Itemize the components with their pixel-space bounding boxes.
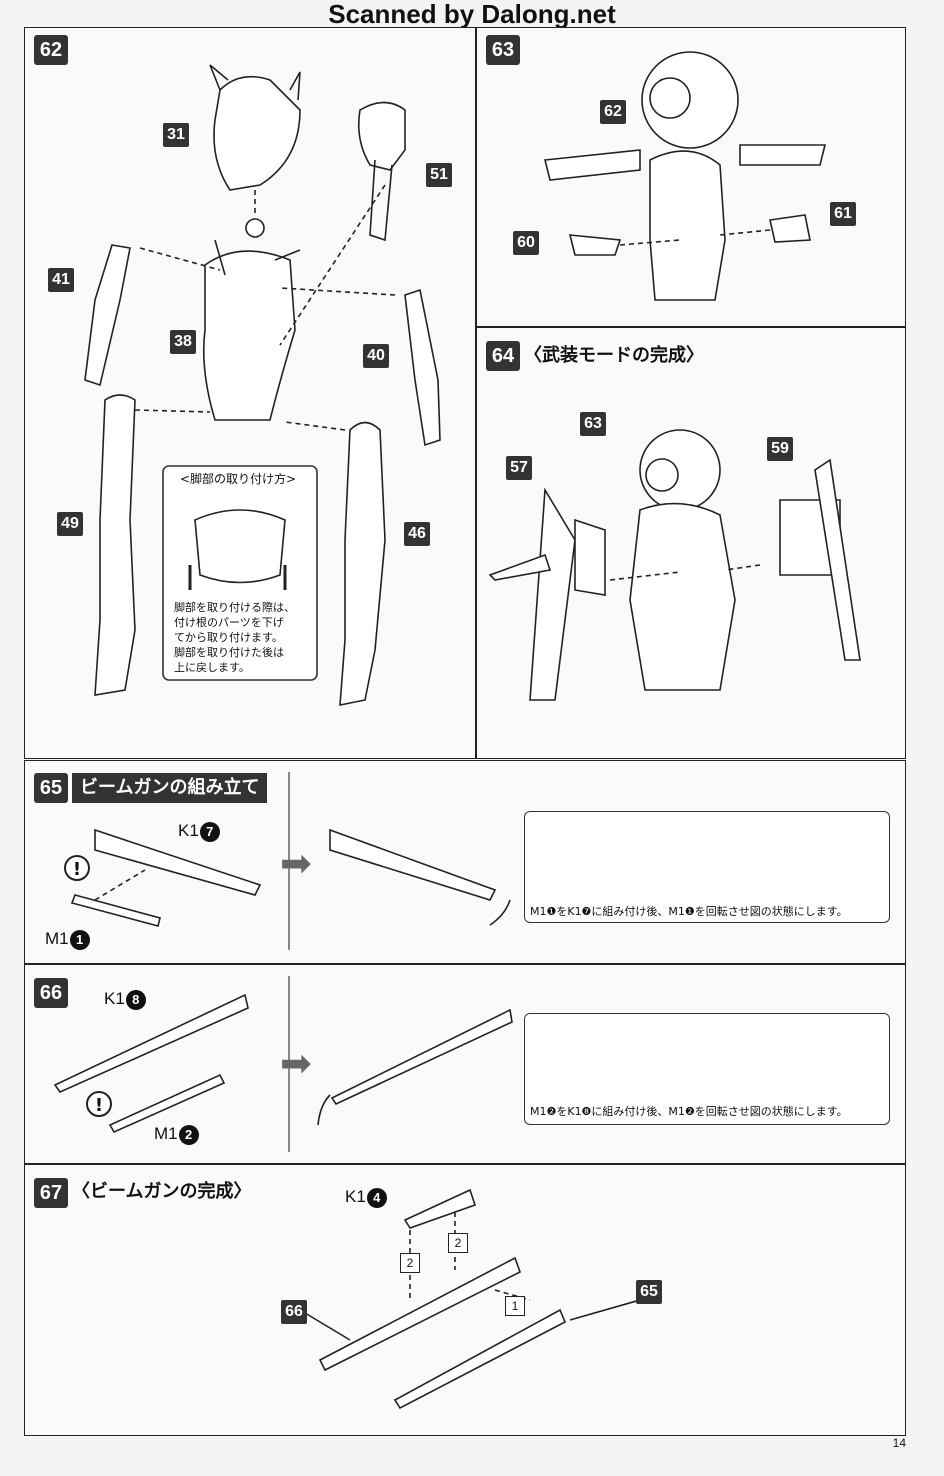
right-arrow-icon: ➡ (280, 1041, 312, 1085)
leg-box-line-1: 脚部を取り付ける際は、 (174, 601, 295, 614)
attention-icon: ! (64, 855, 90, 881)
part-label-m1-2-number: 2 (178, 1124, 199, 1145)
part-tag-40: 40 (363, 344, 389, 368)
result-note-66: M1❷をK1❽に組み付け後、M1❷を回転させ図の状態にします。 (530, 1105, 848, 1118)
part-label-k1-8-number: 8 (125, 989, 146, 1010)
part-tag-46: 46 (404, 522, 430, 546)
part-tag-60: 60 (513, 231, 539, 255)
part-label-k1-7-number: 7 (199, 821, 220, 842)
result-box-66 (524, 1013, 890, 1125)
part-tag-31: 31 (163, 123, 189, 147)
leg-box-line-2: 付け根のパーツを下げ (174, 616, 284, 629)
part-tag-51: 51 (426, 163, 452, 187)
result-box-65 (524, 811, 890, 923)
part-label-m1-1-text: M1 (45, 929, 69, 948)
leg-box-line-4: 脚部を取り付けた後は (174, 646, 284, 659)
leg-box-line-3: てから取り付けます。 (174, 631, 283, 644)
part-tag-66: 66 (281, 1300, 307, 1324)
result-note-65: M1❶をK1❼に組み付け後、M1❶を回転させ図の状態にします。 (530, 905, 848, 918)
order-mark-2: 2 (448, 1233, 468, 1253)
leg-box-line-5: 上に戻します。 (174, 661, 250, 674)
watermark: Scanned by Dalong.net (328, 0, 616, 29)
part-tag-62: 62 (600, 100, 626, 124)
part-label-m1-1-number: 1 (69, 929, 90, 950)
step-title-64: 〈武装モードの完成〉 (524, 345, 704, 366)
part-tag-38: 38 (170, 330, 196, 354)
part-tag-65: 65 (636, 1280, 662, 1304)
order-mark-2: 2 (400, 1253, 420, 1273)
part-tag-59: 59 (767, 437, 793, 461)
step-number-63: 63 (486, 35, 520, 65)
part-tag-63: 63 (580, 412, 606, 436)
divider (288, 976, 290, 1152)
right-arrow-icon: ➡ (280, 841, 312, 885)
step-number-62: 62 (34, 35, 68, 65)
part-tag-49: 49 (57, 512, 83, 536)
part-tag-41: 41 (48, 268, 74, 292)
order-mark-1: 1 (505, 1296, 525, 1316)
part-tag-57: 57 (506, 456, 532, 480)
step-number-64: 64 (486, 341, 520, 371)
attention-icon: ! (86, 1091, 112, 1117)
leg-box-title: <脚部の取り付け方> (180, 472, 297, 486)
page-number: 14 (892, 1436, 906, 1450)
step-title-67: 〈ビームガンの完成〉 (72, 1181, 252, 1202)
part-label-k1-4-number: 4 (366, 1187, 387, 1208)
step-number-65: 65 (34, 773, 68, 803)
part-label-k1-4-text: K1 (345, 1187, 366, 1206)
divider (288, 772, 290, 950)
step-number-67: 67 (34, 1178, 68, 1208)
part-tag-61: 61 (830, 202, 856, 226)
step-number-66: 66 (34, 978, 68, 1008)
part-label-m1-2-text: M1 (154, 1124, 178, 1143)
part-label-k1-7-text: K1 (178, 821, 199, 840)
part-label-k1-8-text: K1 (104, 989, 125, 1008)
step-title-65: ビームガンの組み立て (72, 773, 268, 803)
